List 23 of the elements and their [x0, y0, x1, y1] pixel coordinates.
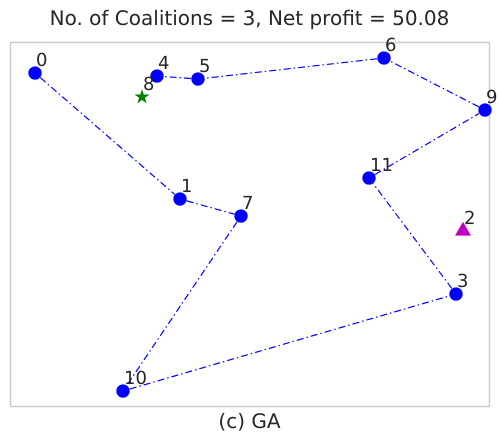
point-label: 8: [143, 75, 154, 95]
dash-dot-route-line: [40, 77, 176, 195]
point-label: 10: [124, 369, 147, 389]
point-label: 0: [36, 51, 48, 71]
dash-dot-route-line: [130, 295, 450, 390]
dash-dot-route-line: [186, 200, 234, 215]
point-label: 7: [242, 194, 254, 214]
point-label: 3: [457, 272, 468, 292]
point-label: 5: [199, 57, 210, 77]
dash-dot-route-line: [372, 183, 452, 289]
dash-dot-route-line: [374, 113, 480, 175]
chart-title: No. of Coalitions = 3, Net profit = 50.08: [48, 6, 450, 30]
dash-dot-route-line: [390, 60, 480, 108]
dash-dot-route-line: [164, 76, 192, 80]
point-label: 9: [486, 88, 498, 108]
figure-caption: (c) GA: [217, 409, 282, 433]
point-label: 1: [181, 177, 192, 197]
star-marker: [134, 89, 150, 104]
point-label: 4: [158, 54, 170, 74]
point-label: 6: [385, 36, 396, 56]
dash-dot-route-line: [204, 58, 378, 79]
point-label: 2: [464, 209, 476, 229]
point-label: 11: [370, 156, 393, 176]
